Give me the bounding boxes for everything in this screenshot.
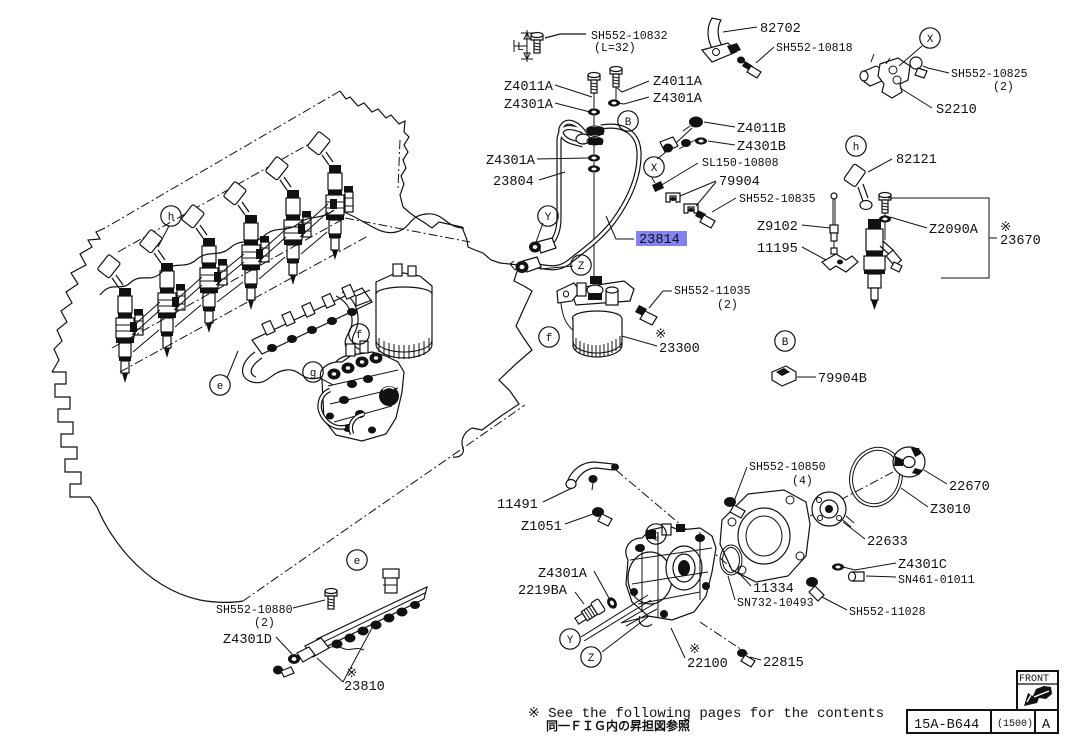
svg-text:SH552-10818: SH552-10818: [776, 42, 853, 55]
svg-text:SH552-11035: SH552-11035: [674, 285, 751, 298]
svg-text:22670: 22670: [949, 480, 990, 495]
svg-text:h: h: [853, 142, 860, 154]
svg-text:※ See the following pages for: ※ See the following pages for the conten…: [528, 706, 884, 722]
svg-text:f: f: [356, 330, 363, 342]
svg-text:(1500): (1500): [997, 718, 1033, 730]
svg-text:※: ※: [1000, 221, 1011, 236]
svg-text:※: ※: [655, 328, 666, 343]
svg-text:23300: 23300: [659, 342, 700, 357]
svg-text:Z4301B: Z4301B: [737, 140, 786, 155]
svg-text:B: B: [625, 117, 632, 129]
svg-text:Z4011B: Z4011B: [737, 122, 786, 137]
svg-text:SH552-10832: SH552-10832: [591, 30, 668, 43]
svg-text:22633: 22633: [867, 535, 908, 550]
svg-text:(2): (2): [717, 299, 738, 312]
svg-text:Z4301C: Z4301C: [898, 558, 947, 573]
svg-text:SH552-10880: SH552-10880: [216, 604, 293, 617]
svg-text:(2): (2): [254, 617, 275, 630]
svg-text:SH552-10850: SH552-10850: [749, 461, 826, 474]
svg-text:Z4011A: Z4011A: [653, 75, 703, 90]
svg-text:11195: 11195: [757, 242, 798, 257]
svg-text:SN732-10493: SN732-10493: [737, 597, 814, 610]
svg-text:82702: 82702: [760, 22, 801, 37]
svg-text:(L=32): (L=32): [594, 42, 636, 55]
svg-text:(4): (4): [792, 475, 813, 488]
svg-text:Z4301D: Z4301D: [223, 633, 272, 648]
svg-text:L: L: [517, 41, 524, 54]
svg-text:Z4301A: Z4301A: [504, 98, 554, 113]
svg-text:Z9102: Z9102: [757, 220, 798, 235]
svg-text:Y: Y: [567, 635, 574, 647]
svg-text:Z4011A: Z4011A: [504, 80, 554, 95]
svg-text:15A-B644: 15A-B644: [914, 718, 979, 733]
svg-text:SH552-10835: SH552-10835: [739, 193, 816, 206]
svg-text:11334: 11334: [753, 582, 794, 597]
svg-text:2219BA: 2219BA: [518, 584, 568, 599]
svg-text:Z1051: Z1051: [521, 520, 562, 535]
svg-text:g: g: [310, 368, 317, 380]
svg-text:11491: 11491: [497, 498, 538, 513]
svg-text:h: h: [168, 212, 175, 224]
svg-text:A: A: [1042, 718, 1051, 733]
svg-text:SN461-01011: SN461-01011: [898, 574, 975, 587]
svg-text:Z3010: Z3010: [930, 503, 971, 518]
svg-text:SL150-10808: SL150-10808: [702, 157, 779, 170]
svg-text:23814: 23814: [639, 233, 680, 248]
svg-text:※: ※: [346, 667, 357, 682]
svg-text:Z4301A: Z4301A: [486, 154, 536, 169]
svg-text:※: ※: [689, 643, 700, 658]
svg-text:同一ＦＩＧ内の昇担図参照: 同一ＦＩＧ内の昇担図参照: [546, 718, 690, 734]
svg-text:23810: 23810: [344, 680, 385, 695]
svg-text:X: X: [651, 163, 658, 175]
svg-text:82121: 82121: [896, 153, 937, 168]
svg-text:Z2090A: Z2090A: [929, 223, 979, 238]
svg-text:f: f: [546, 333, 553, 345]
svg-text:g: g: [653, 530, 660, 542]
svg-text:e: e: [217, 381, 224, 393]
svg-text:Z: Z: [588, 653, 595, 665]
svg-text:23670: 23670: [1000, 234, 1041, 249]
svg-text:79904: 79904: [719, 175, 760, 190]
svg-text:B: B: [782, 337, 789, 349]
svg-text:Z4301A: Z4301A: [538, 567, 588, 582]
svg-text:e: e: [354, 556, 361, 568]
svg-text:S2210: S2210: [936, 103, 977, 118]
svg-text:FRONT: FRONT: [1019, 674, 1049, 685]
svg-text:79904B: 79904B: [818, 372, 867, 387]
svg-text:Y: Y: [545, 212, 552, 224]
svg-text:22815: 22815: [763, 656, 804, 671]
svg-text:(2): (2): [993, 81, 1014, 94]
svg-text:Z4301A: Z4301A: [653, 92, 703, 107]
svg-text:X: X: [927, 34, 934, 46]
svg-text:SH552-11028: SH552-11028: [849, 606, 926, 619]
svg-text:SH552-10825: SH552-10825: [951, 68, 1028, 81]
svg-text:Z: Z: [578, 261, 585, 273]
svg-text:23804: 23804: [493, 175, 534, 190]
svg-text:22100: 22100: [687, 657, 728, 672]
